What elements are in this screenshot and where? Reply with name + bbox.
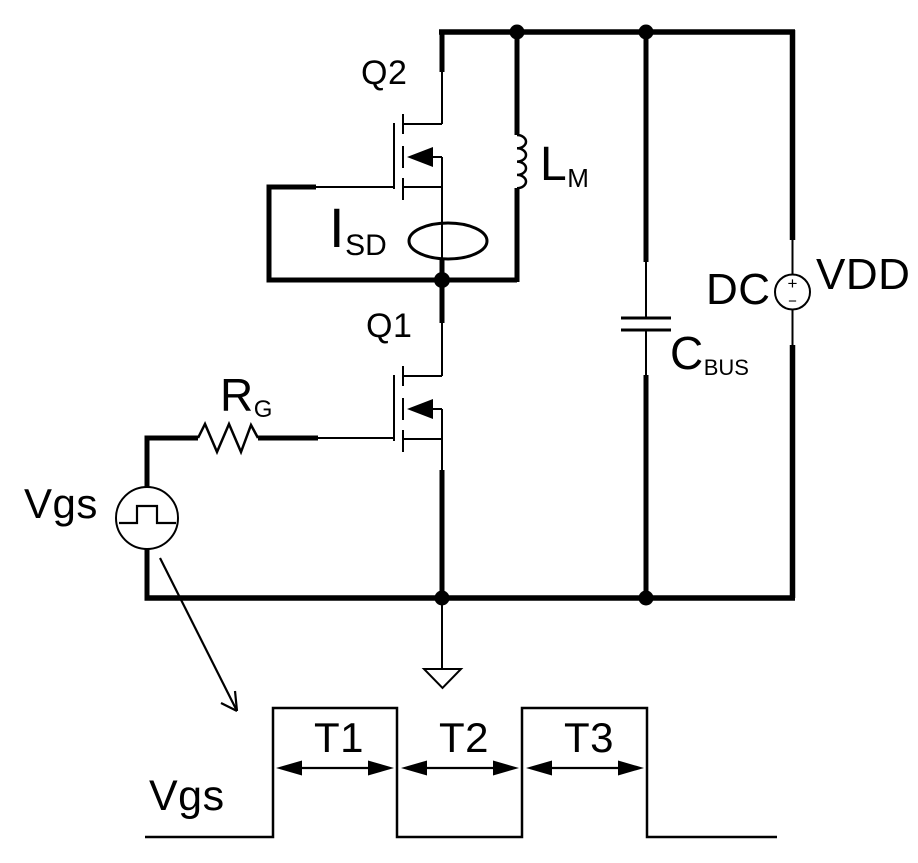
bus-capacitor-label: CBUS	[670, 327, 749, 380]
gate-resistor-label: RG	[220, 369, 273, 423]
q2-gate-loop	[266, 184, 394, 282]
waveform-dimension-arrows	[276, 760, 644, 776]
ground-symbol	[421, 598, 464, 690]
vgs-annotation-arrow	[159, 557, 239, 712]
junction-dot	[434, 590, 450, 606]
vgs-source-label: Vgs	[24, 480, 98, 527]
dc-source-type-label: DC	[706, 265, 771, 314]
vgs-waveform-trace	[145, 706, 777, 839]
t2-label: T2	[439, 714, 490, 761]
q2-body-diode-arrow	[407, 147, 433, 167]
vgs-source	[115, 435, 179, 600]
pulse-icon	[119, 504, 176, 525]
plus-sign: +	[788, 274, 798, 293]
junction-dots	[434, 24, 654, 606]
q1-body-diode-arrow	[407, 399, 433, 419]
q1-mosfet	[393, 366, 443, 452]
t2-arrow	[401, 760, 519, 776]
t1-arrow	[276, 760, 394, 776]
t3-arrow	[526, 760, 644, 776]
gate-resistor-rg	[144, 420, 394, 456]
current-probe-ellipse	[407, 221, 489, 261]
minus-sign: −	[788, 293, 797, 310]
q2-label: Q2	[361, 54, 408, 92]
junction-dot	[509, 24, 525, 40]
vdd-label: VDD	[816, 250, 911, 299]
resistor-zigzag	[196, 420, 260, 456]
q1-label: Q1	[366, 307, 413, 345]
inductor-coil	[516, 133, 528, 190]
junction-dot	[638, 590, 654, 606]
current-probe-label: ISD	[329, 196, 387, 262]
bus-capacitor	[621, 30, 671, 598]
t1-label: T1	[314, 714, 365, 761]
vgs-waveform-label: Vgs	[149, 772, 225, 820]
q2-mosfet	[393, 114, 443, 200]
dc-source-vdd	[774, 240, 811, 345]
junction-dot	[434, 272, 450, 288]
junction-dot	[638, 24, 654, 40]
inductor-label: LM	[540, 138, 589, 193]
inductor-lm	[514, 30, 528, 282]
t3-label: T3	[564, 714, 615, 761]
